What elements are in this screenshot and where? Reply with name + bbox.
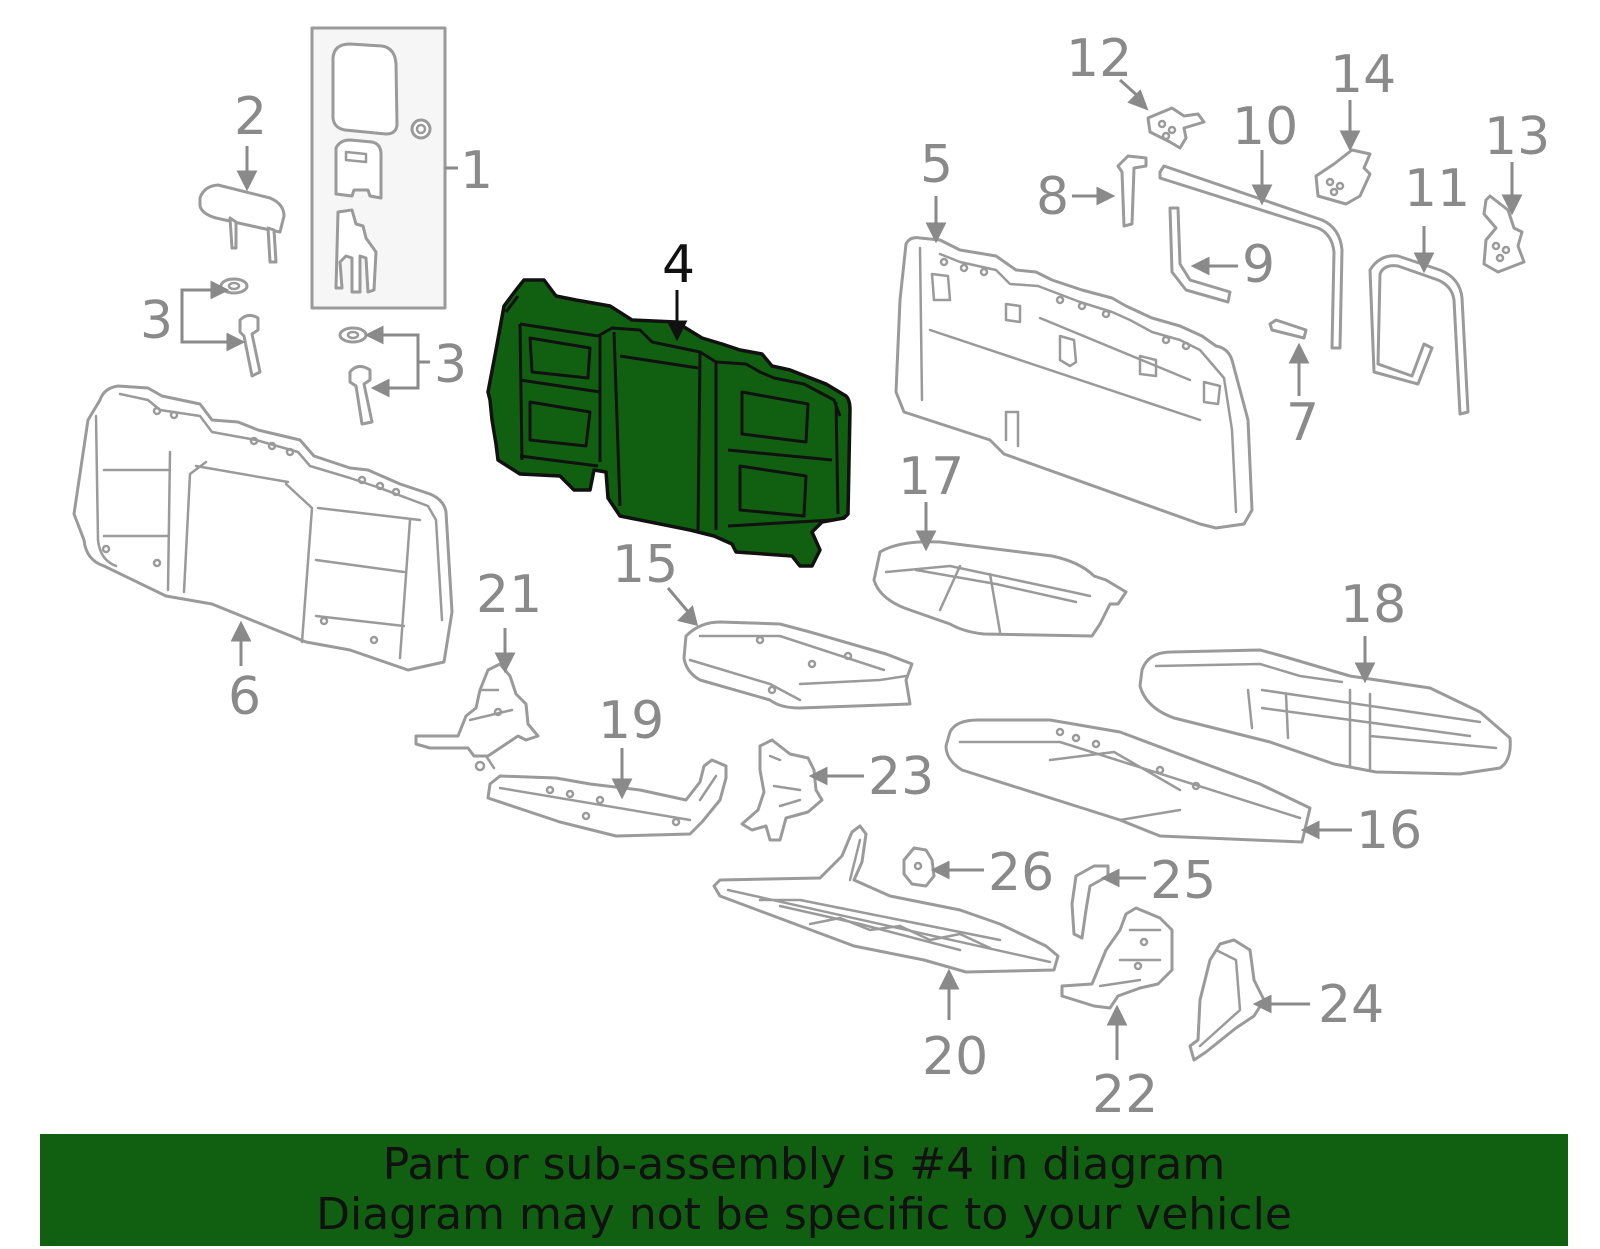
callout-11: 11 xyxy=(1404,159,1470,219)
part-25-trim-cover[interactable] xyxy=(1070,864,1146,940)
callout-19: 19 xyxy=(598,691,664,751)
callout-3-right: 3 xyxy=(434,335,467,395)
callout-25: 25 xyxy=(1150,851,1216,911)
part-5-seat-back-panel[interactable] xyxy=(894,196,1254,530)
part-18-seat-cushion[interactable] xyxy=(1138,636,1512,776)
callout-9: 9 xyxy=(1242,235,1275,295)
callout-14: 14 xyxy=(1330,45,1396,105)
callout-2: 2 xyxy=(234,87,267,147)
part-21-bracket[interactable] xyxy=(414,628,540,772)
callout-13: 13 xyxy=(1484,107,1550,167)
callout-5: 5 xyxy=(920,135,953,195)
callout-8: 8 xyxy=(1036,167,1069,227)
callout-4: 4 xyxy=(662,235,695,295)
part-12-bracket[interactable] xyxy=(1118,78,1206,150)
callout-10: 10 xyxy=(1232,97,1298,157)
callout-7: 7 xyxy=(1286,393,1319,453)
part-3-right-bolt[interactable] xyxy=(338,325,430,426)
part-11-seal-frame[interactable] xyxy=(1368,226,1470,416)
callout-12: 12 xyxy=(1066,29,1132,89)
part-20-seat-riser-frame[interactable] xyxy=(712,824,1060,1020)
callout-23: 23 xyxy=(868,747,934,807)
part-3-left-bolt[interactable] xyxy=(180,277,262,378)
part-14-bracket[interactable] xyxy=(1314,100,1372,206)
part-17-seat-cushion-pad[interactable] xyxy=(872,502,1128,638)
part-1-headrest-kit[interactable] xyxy=(310,26,458,310)
banner-line-2: Diagram may not be specific to your vehi… xyxy=(316,1189,1292,1240)
part-6-seat-back-cushion[interactable] xyxy=(72,384,454,672)
callout-24: 24 xyxy=(1318,975,1384,1035)
part-19-seat-pan-bracket[interactable] xyxy=(486,748,728,838)
part-4-seat-back-panel-highlighted[interactable] xyxy=(486,278,852,568)
part-9-trim-strip[interactable] xyxy=(1168,206,1238,304)
part-23-bracket[interactable] xyxy=(740,738,864,842)
callout-18: 18 xyxy=(1340,575,1406,635)
banner-line-1: Part or sub-assembly is #4 in diagram xyxy=(382,1139,1226,1190)
part-26-clip[interactable] xyxy=(902,846,984,888)
callout-21: 21 xyxy=(476,565,542,625)
callout-22: 22 xyxy=(1092,1065,1158,1125)
callout-15: 15 xyxy=(612,535,678,595)
part-8-trim-strip[interactable] xyxy=(1072,154,1148,228)
info-banner: Part or sub-assembly is #4 in diagram Di… xyxy=(40,1134,1568,1246)
callout-6: 6 xyxy=(228,667,261,727)
part-24-trim-panel[interactable] xyxy=(1188,938,1310,1062)
callout-3-left: 3 xyxy=(140,291,173,351)
part-13-bracket[interactable] xyxy=(1482,162,1526,274)
part-2-headrest[interactable] xyxy=(198,146,286,264)
callout-1: 1 xyxy=(460,141,493,201)
part-16-seat-pan[interactable] xyxy=(944,718,1352,844)
callout-20: 20 xyxy=(922,1027,988,1087)
part-22-bracket[interactable] xyxy=(1060,906,1174,1060)
callout-26: 26 xyxy=(988,843,1054,903)
callout-16: 16 xyxy=(1356,801,1422,861)
part-10-seal-strip[interactable] xyxy=(1158,150,1344,350)
part-15-seat-pan[interactable] xyxy=(666,587,914,710)
part-7-clip[interactable] xyxy=(1268,318,1310,396)
callout-17: 17 xyxy=(898,447,964,507)
parts-diagram: 1 2 3 3 4 5 6 7 8 9 10 11 12 13 14 15 16… xyxy=(72,26,1550,1125)
